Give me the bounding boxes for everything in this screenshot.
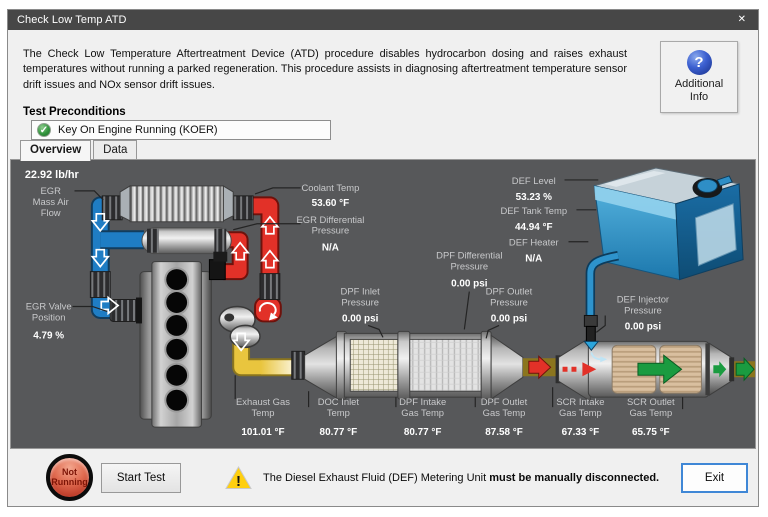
svg-text:Gas Temp: Gas Temp: [483, 408, 526, 419]
def-heater-value: N/A: [525, 254, 542, 265]
svg-text:Pressure: Pressure: [490, 297, 528, 308]
svg-text:Gas Temp: Gas Temp: [629, 408, 672, 419]
svg-text:Pressure: Pressure: [341, 297, 379, 308]
tab-bar: Overview Data: [20, 140, 139, 161]
footer-bar: Not Running Start Test ! The Diesel Exha…: [8, 449, 758, 506]
def-injector-p-value: 0.00 psi: [625, 321, 662, 332]
warning-text: The Diesel Exhaust Fluid (DEF) Metering …: [263, 471, 660, 484]
def-supply-line: [585, 251, 619, 322]
dpf-intake-temp-value: 80.77 °F: [404, 427, 442, 438]
tab-data[interactable]: Data: [93, 140, 138, 159]
scr-outlet-temp-label: SCR Outlet: [627, 397, 675, 408]
dpf-outlet-p-label: DPF Outlet: [486, 287, 533, 298]
def-level-label: DEF Level: [512, 176, 556, 187]
overview-tab-panel: 22.92 lb/hr EGR Mass Air Flow EGR Valve …: [10, 159, 756, 449]
exit-button[interactable]: Exit: [681, 462, 748, 493]
egr-dp-label: EGR Differential: [296, 215, 364, 226]
warning-icon: !: [225, 465, 252, 490]
svg-text:!: !: [236, 473, 241, 490]
def-tank-temp-value: 44.94 °F: [515, 222, 553, 233]
egr-valve-value: 4.79 %: [33, 330, 64, 341]
egr-maf-label: EGR: [40, 186, 61, 197]
egr-valve-label: EGR Valve: [26, 301, 72, 312]
procedure-description: The Check Low Temperature Aftertreatment…: [23, 48, 627, 91]
scr-intake-temp-label: SCR Intake: [556, 397, 604, 408]
dialog-window: Check Low Temp ATD ✕ The Check Low Tempe…: [7, 9, 759, 507]
doc-inlet-temp-label: DOC Inlet: [318, 397, 360, 408]
status-badge: Not Running: [46, 454, 93, 501]
dpf-dp-label: DPF Differential: [436, 251, 502, 262]
close-icon[interactable]: ✕: [737, 14, 746, 25]
def-injector: [583, 314, 608, 363]
doc-substrate: [349, 338, 399, 392]
svg-text:Mass Air: Mass Air: [33, 197, 69, 208]
dpf-inlet-p-value: 0.00 psi: [342, 313, 379, 324]
def-tank-temp-label: DEF Tank Temp: [500, 206, 567, 217]
exhaust-gas-temp-label: Exhaust Gas: [236, 397, 290, 408]
svg-text:Flow: Flow: [41, 208, 61, 219]
def-tank-cap: [692, 175, 733, 198]
svg-text:Gas Temp: Gas Temp: [559, 408, 602, 419]
dpf-outlet-p-value: 0.00 psi: [491, 313, 528, 324]
pipe-couplings: [89, 271, 281, 301]
svg-text:Pressure: Pressure: [450, 262, 488, 273]
precondition-item: ✓ Key On Engine Running (KOER): [31, 120, 331, 140]
preconditions-heading: Test Preconditions: [23, 106, 126, 118]
coolant-temp-value: 53.60 °F: [312, 198, 350, 209]
svg-text:Gas Temp: Gas Temp: [401, 408, 444, 419]
dpf-dp-value: 0.00 psi: [451, 279, 488, 290]
atd-diagram: 22.92 lb/hr EGR Mass Air Flow EGR Valve …: [25, 167, 755, 438]
svg-text:Temp: Temp: [327, 408, 350, 419]
def-heater-label: DEF Heater: [509, 238, 559, 249]
egr-dp-value: N/A: [322, 243, 339, 254]
egr-maf-value: 22.92 lb/hr: [25, 169, 80, 181]
title-bar: Check Low Temp ATD ✕: [8, 10, 758, 30]
additional-info-label: Additional Info: [674, 78, 724, 103]
exhaust-fitting: [208, 259, 226, 281]
scr-outlet-temp-value: 65.75 °F: [632, 427, 670, 438]
doc-dpf-canister: [291, 330, 524, 401]
svg-text:Pressure: Pressure: [312, 226, 350, 237]
callout-lines: [72, 179, 684, 410]
engine-block: [139, 251, 228, 428]
dpf-substrate: [409, 338, 482, 392]
svg-text:Temp: Temp: [251, 408, 274, 419]
egr-valve: [109, 297, 142, 324]
charge-air-cooler: [101, 185, 254, 223]
dpf-to-scr-pipe: [522, 355, 561, 380]
tab-overview[interactable]: Overview: [20, 140, 92, 161]
dpf-outlet-temp-label: DPF Outlet: [481, 397, 528, 408]
svg-text:Position: Position: [32, 312, 66, 323]
doc-inlet-temp-value: 80.77 °F: [320, 427, 358, 438]
def-tank: [593, 167, 744, 281]
check-icon: ✓: [37, 123, 51, 137]
scr-intake-temp-value: 67.33 °F: [562, 427, 600, 438]
start-test-button[interactable]: Start Test: [101, 462, 181, 493]
precondition-label: Key On Engine Running (KOER): [58, 124, 218, 136]
dpf-intake-temp-label: DPF Intake: [399, 397, 446, 408]
def-level-value: 53.23 %: [516, 192, 553, 203]
exhaust-gas-temp-value: 101.01 °F: [241, 427, 284, 438]
dpf-outlet-temp-value: 87.58 °F: [485, 427, 523, 438]
flow-arrow-green: [637, 354, 683, 385]
window-title: Check Low Temp ATD: [17, 14, 127, 26]
coolant-temp-label: Coolant Temp: [301, 183, 359, 194]
help-icon: ?: [686, 50, 712, 76]
def-injector-p-label: DEF Injector: [617, 294, 669, 305]
egr-cooler: [141, 227, 232, 255]
scr-catalyst: [555, 336, 755, 403]
additional-info-button[interactable]: ? Additional Info: [660, 41, 738, 113]
cylinder-bores: [164, 267, 190, 413]
dpf-inlet-p-label: DPF Inlet: [341, 287, 381, 298]
warning-message: ! The Diesel Exhaust Fluid (DEF) Meterin…: [225, 465, 660, 490]
svg-text:Pressure: Pressure: [624, 305, 662, 316]
